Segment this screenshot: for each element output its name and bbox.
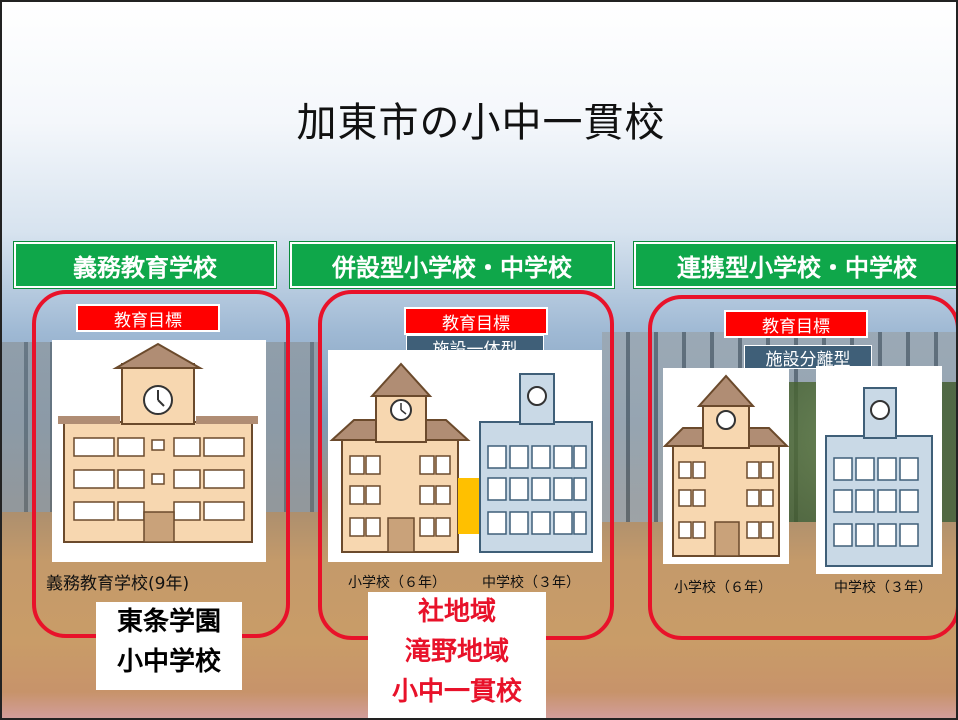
school-illustration-cooperative-junior [816, 366, 942, 574]
caption-cooperative-elementary: 小学校（６年） [674, 580, 772, 596]
caption-combined-junior: 中学校（３年） [482, 575, 580, 591]
school-name-line2: 小中学校 [116, 647, 221, 677]
education-goal-label-compulsory: 教育目標 [76, 304, 220, 332]
facility-type-separated: 施設分離型 [744, 345, 872, 370]
frame-cooperative [648, 295, 956, 640]
school-illustration-compulsory [52, 340, 266, 562]
education-goal-label-combined: 教育目標 [404, 307, 548, 335]
caption-cooperative-junior: 中学校（３年） [834, 580, 932, 596]
school-illustration-cooperative-elementary [663, 368, 789, 564]
caption-compulsory-school: 義務教育学校(9年) [46, 574, 190, 594]
category-cooperative-school: 連携型小学校・中学校 [634, 242, 956, 288]
education-goal-label-cooperative: 教育目標 [724, 310, 868, 338]
caption-combined-elementary: 小学校（６年） [348, 575, 446, 591]
school-name-line3: 小中一貫校 [391, 677, 522, 707]
category-combined-school: 併設型小学校・中学校 [290, 242, 614, 288]
school-name-line1: 東条学園 [116, 607, 221, 637]
school-illustration-combined [328, 350, 602, 562]
school-name-line2: 滝野地域 [404, 637, 509, 667]
school-name-yashiro-takino: 社地域 滝野地域 小中一貫校 [368, 592, 546, 718]
category-compulsory-school: 義務教育学校 [14, 242, 276, 288]
page-title: 加東市の小中一貫校 [296, 100, 666, 146]
school-name-line1: 社地域 [417, 597, 496, 627]
school-name-tojo-gakuen: 東条学園 小中学校 [96, 602, 242, 690]
